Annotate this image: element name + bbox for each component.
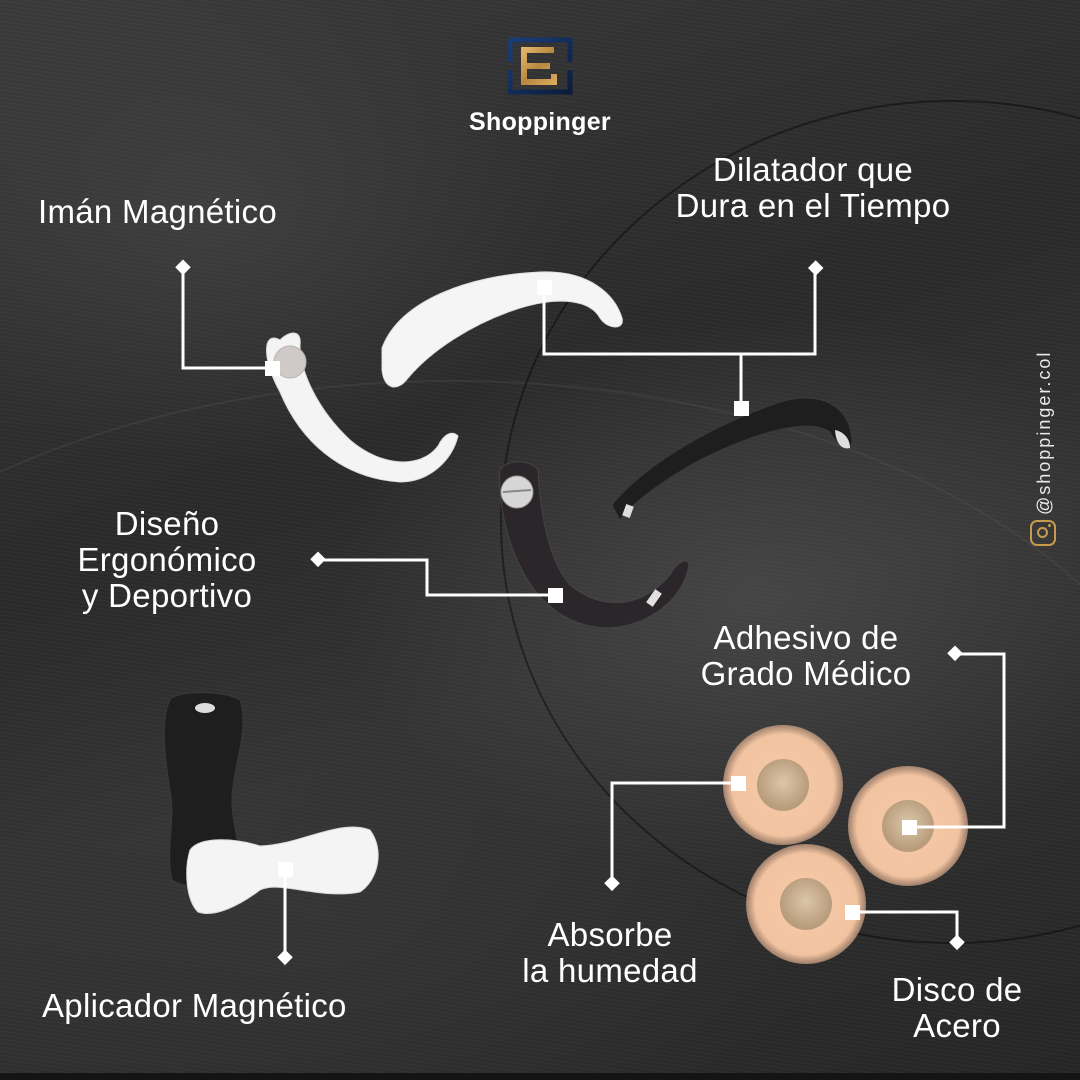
connector-square — [731, 776, 746, 791]
label-line: la humedad — [522, 952, 698, 989]
label-line: Diseño — [114, 505, 220, 542]
adhesive-patches-image — [723, 725, 968, 964]
black-nose-band-image — [611, 397, 853, 521]
connector-square — [734, 401, 749, 416]
label-line: Dura en el Tiempo — [675, 187, 951, 224]
connector-diamond — [807, 260, 824, 276]
feature-label-aplicador: Aplicador Magnético — [42, 988, 347, 1024]
instagram-icon — [1030, 520, 1056, 546]
connector-square — [265, 361, 280, 376]
feature-label-absorbe: Absorbe la humedad — [498, 917, 722, 989]
feature-label-disco: Disco de Acero — [872, 972, 1042, 1044]
connector-diamond — [277, 949, 293, 966]
connector-diamond — [604, 875, 620, 892]
feature-label-adhesivo: Adhesivo de Grado Médico — [676, 620, 936, 692]
label-line: y Deportivo — [81, 577, 253, 614]
connector-diamond — [947, 645, 963, 662]
feature-label-iman-magnetico: Imán Magnético — [38, 194, 277, 230]
shoppinger-logo-icon — [507, 37, 573, 95]
connector-square — [902, 820, 917, 835]
label-line: Acero — [913, 1007, 1001, 1044]
label-line: Disco de — [891, 971, 1023, 1008]
connector-square — [537, 280, 552, 295]
black-nose-clip-image — [499, 461, 690, 629]
bottom-edge — [0, 1073, 1080, 1080]
label-line: Aplicador Magnético — [42, 987, 347, 1024]
connector-square — [278, 862, 293, 877]
label-line: Dilatador que — [712, 151, 914, 188]
label-line: Ergonómico — [77, 541, 257, 578]
label-line: Grado Médico — [700, 655, 912, 692]
connector-square — [845, 905, 860, 920]
connector-diamond — [949, 934, 965, 951]
label-line: Adhesivo de — [713, 619, 899, 656]
connector-diamond — [175, 259, 191, 276]
white-nose-clip-image — [266, 271, 623, 483]
connector-square — [548, 588, 563, 603]
brand-name: Shoppinger — [469, 108, 611, 136]
feature-label-dilatador: Dilatador que Dura en el Tiempo — [650, 152, 976, 224]
label-line: Absorbe — [547, 916, 673, 953]
feature-label-diseno: Diseño Ergonómico y Deportivo — [58, 506, 276, 614]
label-line: Imán Magnético — [38, 193, 277, 230]
connector-diamond — [310, 551, 326, 568]
